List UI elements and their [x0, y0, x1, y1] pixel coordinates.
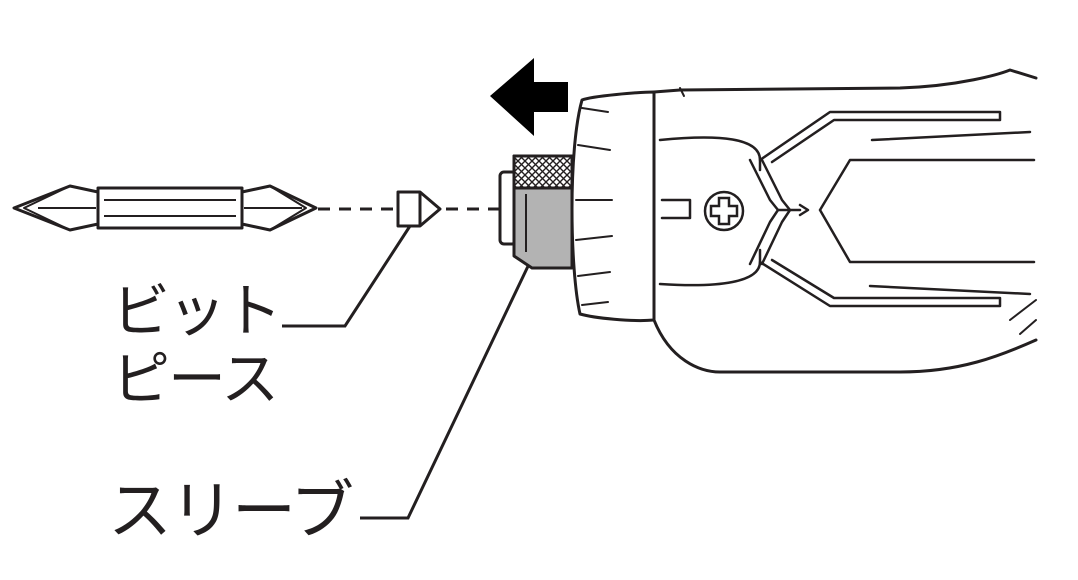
arrow-left-icon — [490, 58, 568, 136]
double-ended-bit — [12, 184, 318, 232]
sleeve-label: スリーブ — [108, 475, 354, 549]
bit-hex-shank — [96, 186, 244, 230]
tool-chuck — [570, 90, 656, 323]
tool-body — [570, 68, 1038, 374]
bit-piece — [396, 190, 442, 228]
phillips-screw-icon — [703, 190, 745, 232]
bit-piece-label-line1: ビット — [112, 277, 282, 345]
sleeve-knurled-band — [512, 154, 574, 190]
bit-piece-leader-line — [282, 225, 412, 328]
sleeve — [498, 154, 574, 270]
bit-piece-label-line2: ピース — [112, 345, 279, 413]
sleeve-leader-line — [360, 261, 532, 520]
